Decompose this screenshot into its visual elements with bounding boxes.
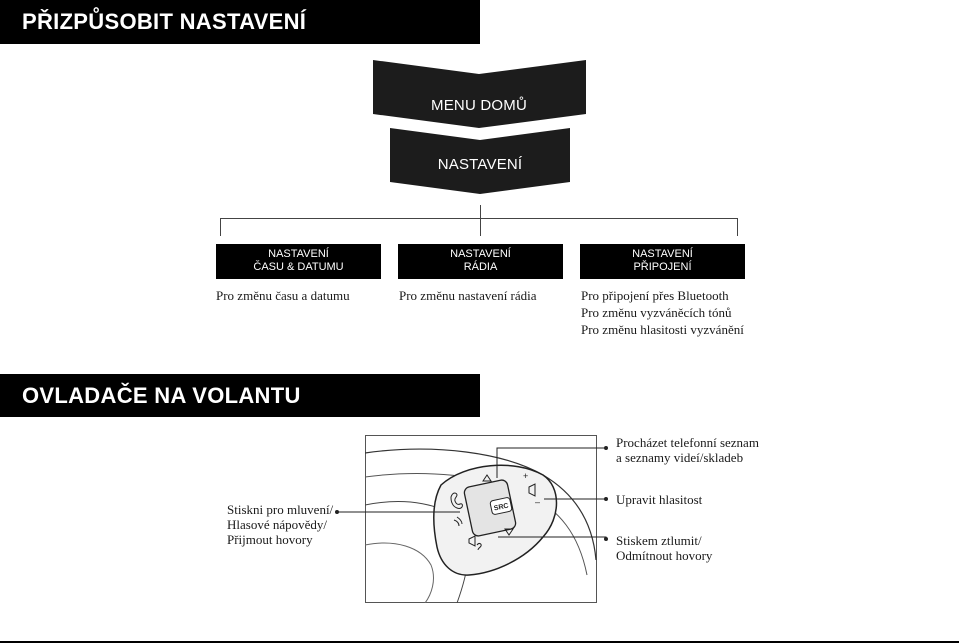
- desc-radio: Pro změnu nastavení rádia: [399, 288, 537, 303]
- callout-voice: Stiskni pro mluvení/ Hlasové nápovědy/ P…: [227, 502, 333, 547]
- section-header-customize: PŘIZPŮSOBIT NASTAVENÍ: [0, 0, 480, 44]
- box-line2: ČASU & DATUMU: [253, 261, 344, 273]
- desc-time-date: Pro změnu času a datumu: [216, 288, 350, 303]
- box-line1: NASTAVENÍ: [450, 248, 511, 260]
- steering-wheel-illustration: SRC + –: [365, 435, 597, 603]
- callout-line: Přijmout hovory: [227, 532, 313, 547]
- src-label: SRC: [493, 503, 509, 513]
- footer-divider: [0, 641, 959, 643]
- desc-line: Pro změnu vyzváněcích tónů: [581, 305, 732, 320]
- settings-label: NASTAVENÍ: [437, 156, 523, 173]
- section-title: OVLADAČE NA VOLANTU: [22, 382, 301, 408]
- callout-line: Upravit hlasitost: [616, 492, 703, 507]
- box-line2: PŘIPOJENÍ: [633, 261, 692, 273]
- box-radio: NASTAVENÍ RÁDIA: [398, 244, 563, 279]
- menu-home-label: MENU DOMŮ: [431, 97, 527, 114]
- section-header-steering: OVLADAČE NA VOLANTU: [0, 374, 480, 417]
- desc-line: Pro připojení přes Bluetooth: [581, 288, 729, 303]
- tree-branch-right: [737, 218, 738, 236]
- tree-branch-middle: [480, 218, 481, 236]
- box-line1: NASTAVENÍ: [268, 248, 329, 260]
- desc-line: Pro změnu hlasitosti vyzvánění: [581, 322, 744, 337]
- svg-text:–: –: [535, 497, 540, 507]
- box-line2: RÁDIA: [463, 261, 498, 273]
- box-line1: NASTAVENÍ: [632, 248, 693, 260]
- callout-browse: Procházet telefonní seznam a seznamy vid…: [616, 435, 759, 465]
- box-time-date: NASTAVENÍ ČASU & DATUMU: [216, 244, 381, 279]
- callout-line: Stiskem ztlumit/: [616, 533, 702, 548]
- section-title: PŘIZPŮSOBIT NASTAVENÍ: [22, 9, 307, 34]
- tree-stem: [480, 205, 481, 219]
- callout-line: Hlasové nápovědy/: [227, 517, 328, 532]
- box-connection: NASTAVENÍ PŘIPOJENÍ: [580, 244, 745, 279]
- callout-line: a seznamy videí/skladeb: [616, 450, 744, 465]
- desc-connection: Pro připojení přes Bluetooth Pro změnu v…: [581, 287, 744, 338]
- tree-horizontal: [220, 218, 738, 219]
- tree-branch-left: [220, 218, 221, 236]
- callout-mute: Stiskem ztlumit/ Odmítnout hovory: [616, 533, 712, 563]
- menu-home-shape: [373, 60, 586, 128]
- settings-shape: [390, 128, 570, 194]
- svg-text:+: +: [523, 471, 528, 481]
- callout-line: Procházet telefonní seznam: [616, 435, 759, 450]
- callout-line: Odmítnout hovory: [616, 548, 713, 563]
- callout-volume: Upravit hlasitost: [616, 492, 702, 507]
- callout-line: Stiskni pro mluvení/: [227, 502, 334, 517]
